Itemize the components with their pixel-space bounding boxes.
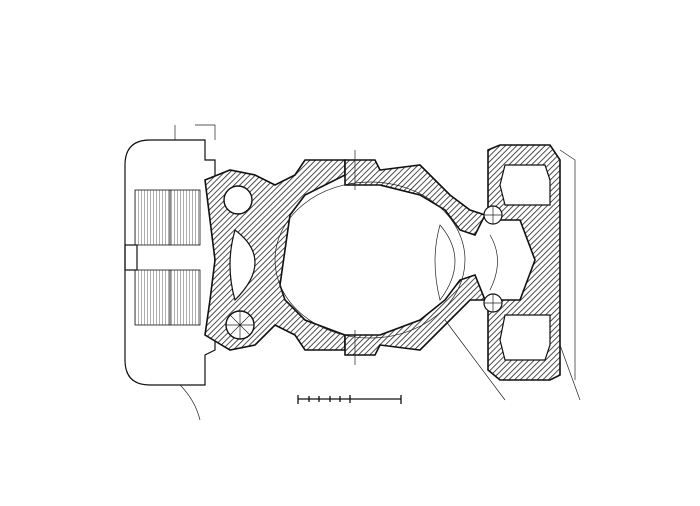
right-spiral-stair-bottom: [483, 293, 503, 313]
left-spiral-stair: [225, 310, 255, 340]
scale-bar: [297, 395, 402, 404]
right-spiral-stair-top: [483, 205, 503, 225]
left-stair-wing: [124, 124, 216, 421]
right-tower: [444, 144, 581, 401]
round-room: [223, 185, 253, 215]
central-hall: [274, 150, 498, 365]
